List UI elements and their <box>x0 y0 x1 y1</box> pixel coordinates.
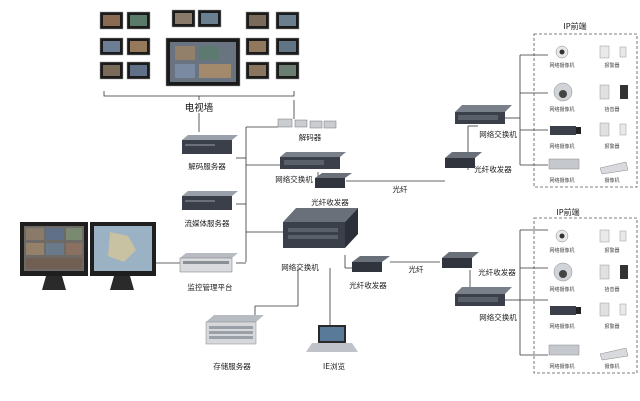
right-top-transceiver: 光纤收发器 <box>445 152 512 174</box>
camera-label: 网络摄像机 <box>549 247 574 254</box>
device-label: 报警器 <box>604 143 619 150</box>
right-bottom-transceiver: 光纤收发器 <box>442 252 516 277</box>
fiber-mid-label: 光纤 <box>409 264 424 274</box>
transceiver-top: 光纤收发器 <box>311 173 352 207</box>
camera-label: 网络摄像机 <box>549 62 574 69</box>
monitor-platform-server: 监控管理平台 <box>179 253 238 292</box>
connection-lines <box>155 54 548 356</box>
right-top-switch-label: 网络交换机 <box>479 129 517 139</box>
fiber-top-label: 光纤 <box>393 184 408 194</box>
switch-top: 网络交换机 <box>275 152 346 184</box>
camera-label: 网络摄像机 <box>549 286 574 293</box>
camera-label: 网络摄像机 <box>549 143 574 150</box>
device-label: 报警器 <box>604 323 619 330</box>
device-label: 拾音器 <box>604 106 619 113</box>
device-label: 摄像机 <box>604 363 619 370</box>
camera-label: 网络摄像机 <box>549 363 574 370</box>
ip-front-top-title: IP前端 <box>563 21 586 31</box>
right-top-switch: 网络交换机 <box>455 105 517 139</box>
monitor-platform-label: 监控管理平台 <box>188 282 233 292</box>
tv-wall: 电视墙 <box>99 9 300 114</box>
ie-browse-label: IE浏览 <box>323 361 345 371</box>
decode-server-label: 解码服务器 <box>188 161 226 171</box>
camera-row-top-3: 网络摄像机 报警器 <box>549 122 627 150</box>
transceiver-mid: 光纤收发器 <box>349 256 390 290</box>
ip-front-bottom-title: IP前端 <box>556 207 579 217</box>
tv-wall-left-block <box>99 11 151 80</box>
transceiver-top-label: 光纤收发器 <box>311 197 349 207</box>
decoder-devices: 解码器 <box>277 118 337 142</box>
switch-center-label: 网络交换机 <box>281 262 319 272</box>
right-bottom-transceiver-label: 光纤收发器 <box>478 267 516 277</box>
right-bottom-switch-label: 网络交换机 <box>479 312 517 322</box>
decode-server: 解码服务器 <box>182 135 238 171</box>
right-bottom-switch: 网络交换机 <box>455 287 517 322</box>
ie-laptop: IE浏览 <box>306 325 358 371</box>
decoder-label: 解码器 <box>299 132 322 142</box>
device-label: 报警器 <box>604 62 619 69</box>
media-server-label: 流媒体服务器 <box>185 218 230 228</box>
tv-wall-label: 电视墙 <box>185 102 214 114</box>
tv-wall-center-block <box>165 9 241 87</box>
camera-row-bottom-1: 网络摄像机 报警器 <box>549 229 627 254</box>
camera-label: 网络摄像机 <box>549 106 574 113</box>
camera-row-bottom-3: 网络摄像机 报警器 <box>549 302 627 330</box>
media-server: 流媒体服务器 <box>182 191 238 228</box>
camera-row-bottom-2: 网络摄像机 拾音器 <box>549 262 628 293</box>
camera-row-bottom-4: 网络摄像机 摄像机 <box>548 344 629 370</box>
switch-top-label: 网络交换机 <box>275 174 313 184</box>
transceiver-mid-label: 光纤收发器 <box>349 280 387 290</box>
right-top-transceiver-label: 光纤收发器 <box>474 164 512 174</box>
switch-center: 网络交换机 <box>281 208 358 272</box>
camera-label: 网络摄像机 <box>549 177 574 184</box>
storage-server-label: 存储服务器 <box>213 361 251 371</box>
monitor-displays <box>20 222 156 290</box>
ip-front-bottom: IP前端 网络摄像机 报警器 网络摄像机 拾音器 网络摄像机 报警器 <box>533 207 638 374</box>
camera-label: 网络摄像机 <box>549 323 574 330</box>
device-label: 报警器 <box>604 247 619 254</box>
camera-row-top-4: 网络摄像机 摄像机 <box>548 158 629 184</box>
ip-front-top: IP前端 网络摄像机 报警器 网络摄像机 拾音器 网络摄像机 报警器 <box>533 21 638 188</box>
tv-wall-right-block <box>245 11 300 80</box>
device-label: 拾音器 <box>604 286 619 293</box>
storage-server: 存储服务器 <box>205 315 264 371</box>
camera-row-top-2: 网络摄像机 拾音器 <box>549 82 628 113</box>
device-label: 摄像机 <box>604 177 619 184</box>
camera-row-top-1: 网络摄像机 报警器 <box>549 45 627 69</box>
